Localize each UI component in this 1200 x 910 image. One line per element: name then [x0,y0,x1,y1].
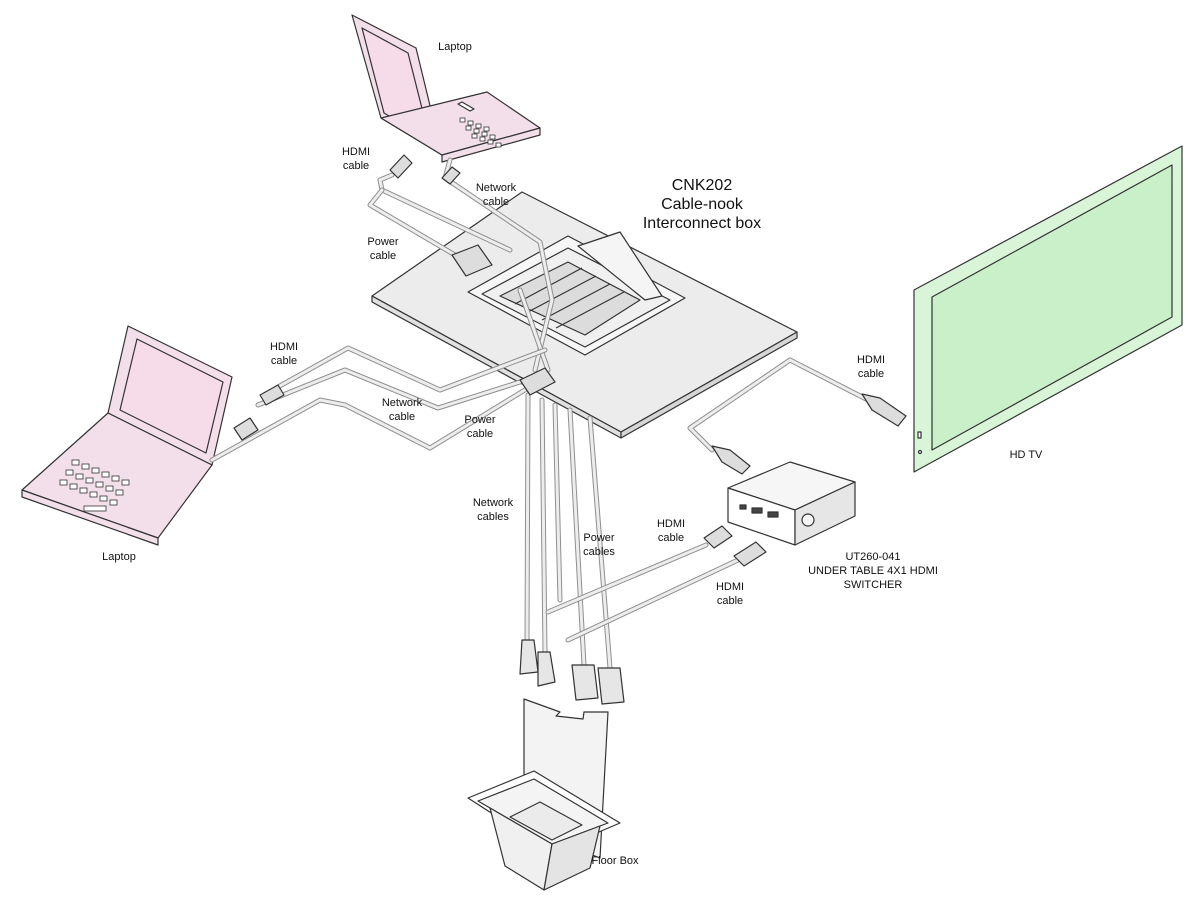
hd-tv [913,145,1183,473]
floor-box-label: Floor Box [591,855,639,867]
network-left-label: Network cable [381,397,423,423]
hd-tv-label: HD TV [1009,449,1043,461]
hdmi-switcher [727,461,856,546]
left-laptop-cables [209,345,548,463]
cnk202-title: CNK202 Cable-nook Interconnect box [642,177,762,232]
network-cables-label: Network cables [472,497,514,523]
power-left-label: Power cable [464,414,496,440]
laptop-left-label: Laptop [102,551,136,563]
laptop-top-label: Laptop [438,41,472,53]
hdmi-switcher-1-label: HDMI cable [656,518,686,544]
hdmi-left-label: HDMI cable [269,341,299,367]
hdmi-top-label: HDMI cable [341,146,371,172]
cable-nook-box [467,231,686,356]
laptop-left-keyboard [59,459,130,512]
network-top-label: Network cable [475,182,517,208]
laptop-top [351,14,541,163]
switcher-label: UT260-041 UNDER TABLE 4X1 HDMI SWITCHER [808,551,938,591]
laptop-top-keyboard [459,117,502,148]
power-cables-label: Power cables [583,532,615,558]
laptop-left [21,325,233,546]
tv-hdmi-cable [687,357,871,453]
hdmi-switcher-2-label: HDMI cable [715,581,745,607]
power-top-label: Power cable [367,236,399,262]
floor-box [467,698,621,891]
connectors [233,154,907,705]
drop-cables [524,392,741,671]
hdmi-tv-label: HDMI cable [856,354,886,380]
